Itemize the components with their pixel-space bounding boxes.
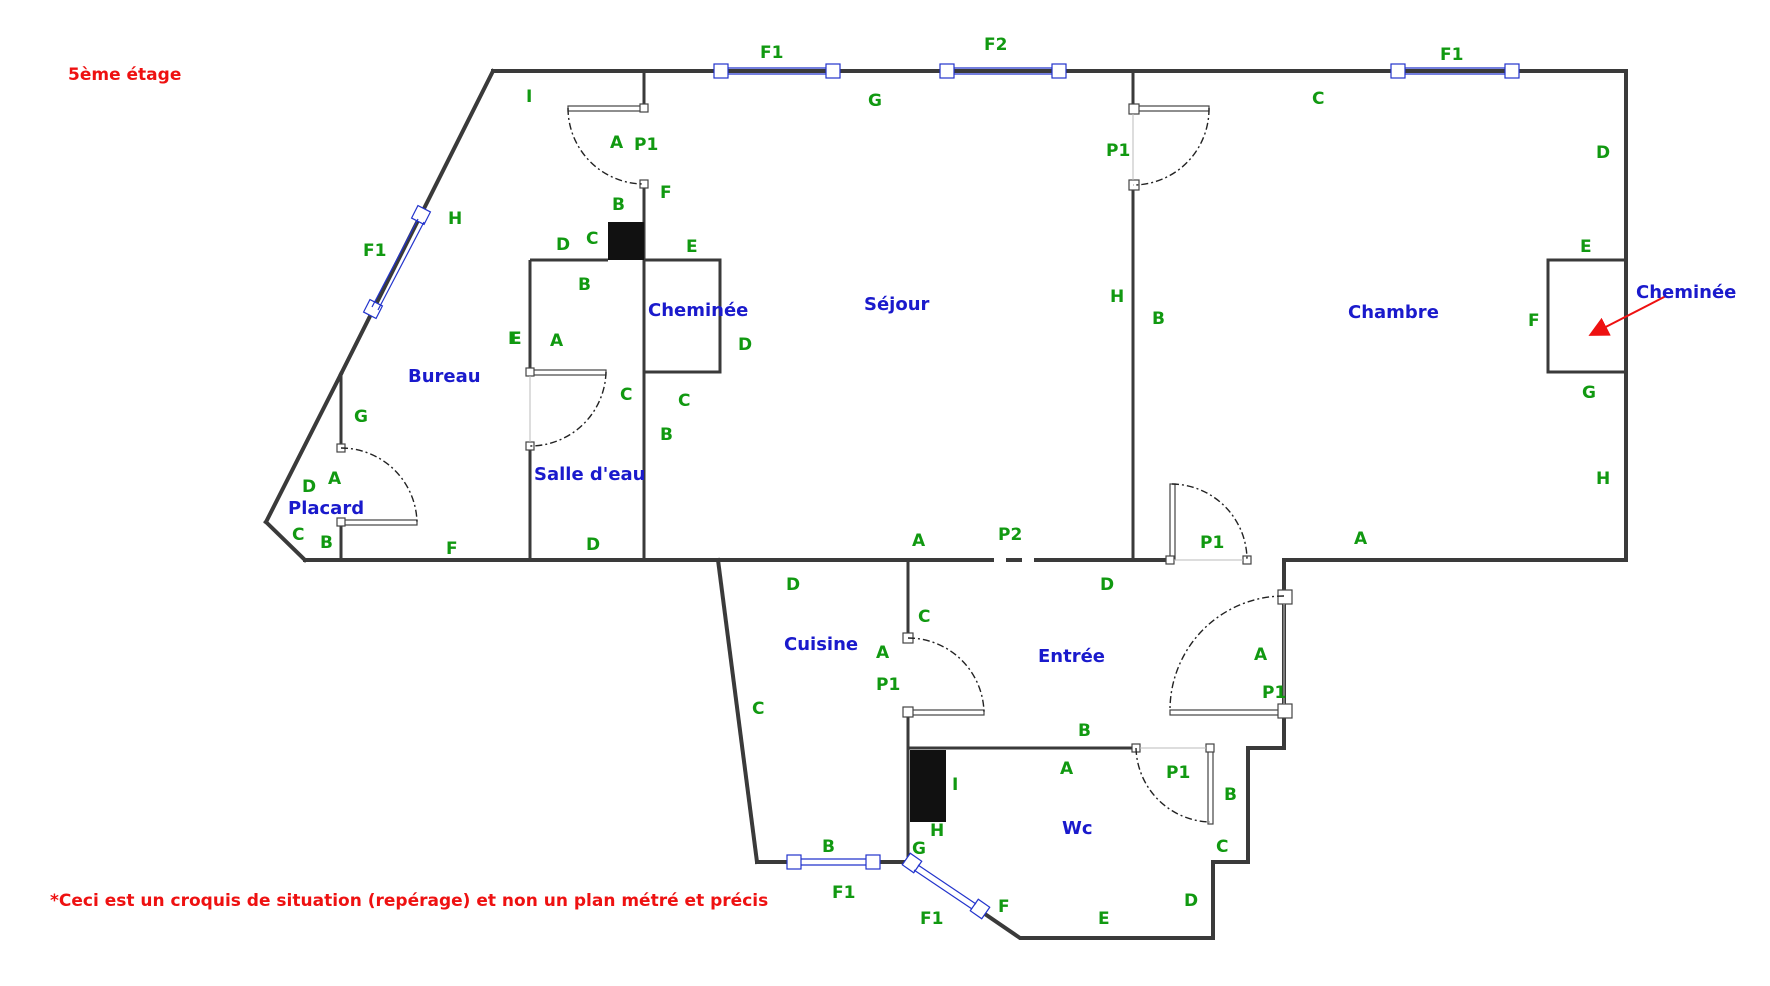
wall-label: G (912, 839, 926, 859)
wall-label: C (292, 525, 304, 545)
window-f1-bureau (362, 204, 432, 320)
door-placard[interactable] (336, 443, 418, 527)
wall-label: C (620, 385, 632, 405)
notes: 5ème étage *Ceci est un croquis de situa… (50, 65, 768, 911)
wall-label: I (952, 775, 958, 795)
wall-label: F (446, 539, 458, 559)
door-p1-chambre-top[interactable] (1128, 103, 1210, 191)
room-salle-eau: Salle d'eau (534, 464, 646, 485)
wall-label: E (1580, 237, 1592, 257)
door-salle-eau[interactable] (525, 367, 607, 451)
wall-label: H (930, 821, 944, 841)
wall-label: G (868, 91, 882, 111)
wall-label: D (738, 335, 752, 355)
wall-label: A (912, 531, 926, 551)
wall-label: I (526, 87, 532, 107)
wall-label: C (752, 699, 764, 719)
wall-label: G (1582, 383, 1596, 403)
window-f2-top (939, 63, 1067, 79)
cheminee-arrow (1588, 295, 1667, 336)
wall-label: B (822, 837, 835, 857)
label-f1: F1 (760, 43, 783, 63)
room-cheminee-sejour: Cheminée (648, 300, 748, 321)
room-wc: Wc (1062, 818, 1093, 839)
label-f1: F1 (920, 909, 943, 929)
wall-label: B (660, 425, 673, 445)
label-f2: F2 (984, 35, 1007, 55)
wall-label: E (686, 237, 698, 257)
label-p1: P1 (634, 135, 658, 155)
label-p2: P2 (998, 525, 1022, 545)
wall-label: E (510, 329, 522, 349)
room-entree: Entrée (1038, 646, 1105, 667)
door-p1-entree[interactable] (1169, 589, 1293, 719)
door-p1-cuisine[interactable] (902, 632, 985, 718)
room-bureau: Bureau (408, 366, 481, 387)
room-labels: Bureau Placard Salle d'eau Cheminée Séjo… (288, 282, 1736, 839)
wall-label: E (1098, 909, 1110, 929)
wall-label: D (556, 235, 570, 255)
label-p1: P1 (1166, 763, 1190, 783)
wall-label: H (448, 209, 462, 229)
window-f1-cuisine (786, 854, 881, 870)
wall-label: F (1528, 311, 1540, 331)
wall-label: D (1596, 143, 1610, 163)
wall-label: C (918, 607, 930, 627)
wall-label: B (1152, 309, 1165, 329)
window-f1-top-left (713, 63, 841, 79)
door-p1-bureau[interactable] (567, 103, 649, 189)
wall-label: C (1216, 837, 1228, 857)
disclaimer-note: *Ceci est un croquis de situation (repér… (50, 891, 768, 911)
room-cheminee-chambre: Cheminée (1636, 282, 1736, 303)
wall-label: D (1184, 891, 1198, 911)
door-p1-wc[interactable] (1131, 743, 1215, 825)
room-cuisine: Cuisine (784, 634, 858, 655)
wall-labels: I A B C D E F G H A B C D A B C D E A B … (292, 87, 1610, 929)
wall-label: A (876, 643, 890, 663)
walls (263, 68, 1628, 940)
wall-label: C (586, 229, 598, 249)
wall-label: B (320, 533, 333, 553)
doors (336, 103, 1293, 825)
floor-label: 5ème étage (68, 65, 181, 85)
label-p1: P1 (1200, 533, 1224, 553)
wall-label: D (1100, 575, 1114, 595)
wall-label: B (1078, 721, 1091, 741)
wall-label: F (660, 183, 672, 203)
windows (362, 63, 1520, 920)
room-sejour: Séjour (864, 294, 930, 315)
wall-label: F (998, 897, 1010, 917)
room-chambre: Chambre (1348, 302, 1439, 323)
wall-label: A (328, 469, 342, 489)
wall-label: A (550, 331, 564, 351)
label-f1: F1 (363, 241, 386, 261)
label-p1: P1 (876, 675, 900, 695)
label-f1: F1 (832, 883, 855, 903)
window-f1-top-right (1390, 63, 1520, 79)
wall-label: G (354, 407, 368, 427)
label-p1: P1 (1262, 683, 1286, 703)
door-p1-chambre-bottom[interactable] (1165, 483, 1252, 565)
wall-label: E (508, 329, 520, 349)
label-f1: F1 (1440, 45, 1463, 65)
wall-label: A (1060, 759, 1074, 779)
wall-label: C (678, 391, 690, 411)
label-p1: P1 (1106, 141, 1130, 161)
wall-label: A (610, 133, 624, 153)
wall-label: D (586, 535, 600, 555)
room-placard: Placard (288, 498, 364, 519)
wall-label: H (1110, 287, 1124, 307)
wall-label: H (1596, 469, 1610, 489)
wall-label: D (302, 477, 316, 497)
wall-label: B (1224, 785, 1237, 805)
wall-label: A (1354, 529, 1368, 549)
window-f1-wc (901, 852, 991, 920)
wall-label: B (578, 275, 591, 295)
wall-label: B (612, 195, 625, 215)
opening-labels: F1 F2 F1 F1 F1 F1 P1 P1 P1 P1 P1 P1 P2 (363, 35, 1463, 929)
wall-label: C (1312, 89, 1324, 109)
wall-label: D (786, 575, 800, 595)
wall-label: A (1254, 645, 1268, 665)
